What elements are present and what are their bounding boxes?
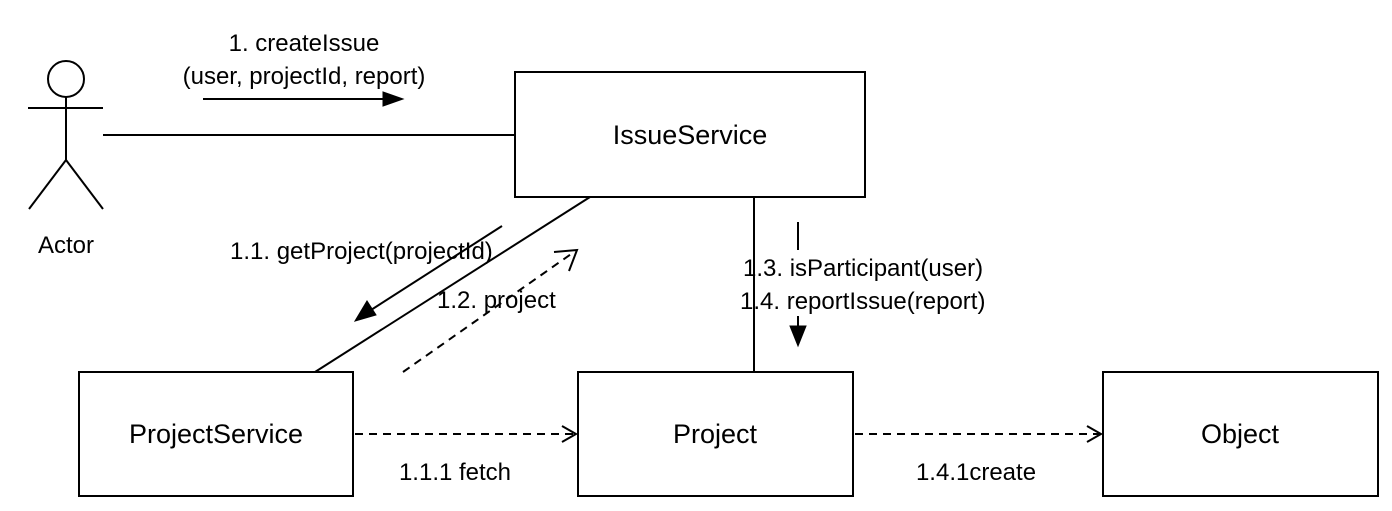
actor-figure: [28, 60, 104, 210]
get-project-arrowhead-icon: [353, 300, 377, 322]
issueservice-to-project-arrowhead-icon: [789, 325, 807, 348]
project-return-label: 1.2. project: [437, 287, 556, 314]
actor-right-leg: [65, 159, 104, 210]
projectservice-box[interactable]: ProjectService: [78, 371, 354, 497]
project-label: Project: [673, 419, 758, 449]
project-return-arrow-shaft: [402, 251, 575, 373]
project-return-arrowhead-icon: [553, 248, 579, 272]
actor-left-leg: [28, 159, 67, 210]
create-issue-arrowhead-icon: [382, 91, 405, 107]
create-label: 1.4.1create: [916, 459, 1036, 486]
create-arrowhead-icon: [1086, 425, 1104, 443]
fetch-arrowhead-icon: [561, 425, 579, 443]
report-issue-label: 1.4. reportIssue(report): [740, 288, 985, 315]
create-issue-label-line2: (user, projectId, report): [183, 63, 426, 90]
actor-head: [47, 60, 85, 98]
actor-label: Actor: [38, 232, 94, 259]
is-participant-label: 1.3. isParticipant(user): [743, 255, 983, 282]
get-project-label: 1.1. getProject(projectId): [230, 238, 493, 265]
object-box[interactable]: Object: [1102, 371, 1379, 497]
object-label: Object: [1201, 419, 1280, 449]
issueservice-label: IssueService: [613, 120, 768, 150]
project-box[interactable]: Project: [577, 371, 854, 497]
link-issueservice-projectservice: [314, 196, 591, 373]
fetch-label: 1.1.1 fetch: [399, 459, 511, 486]
projectservice-label: ProjectService: [129, 419, 303, 449]
issueservice-box[interactable]: IssueService: [514, 71, 866, 198]
get-project-arrow-shaft: [370, 225, 503, 311]
create-issue-label-line1: 1. createIssue: [229, 30, 380, 57]
